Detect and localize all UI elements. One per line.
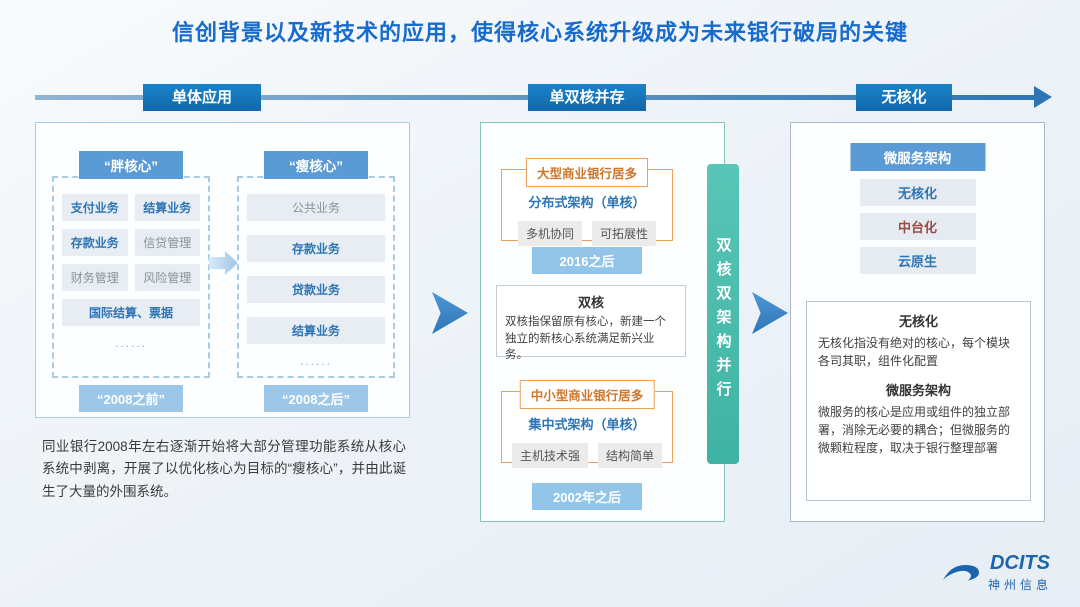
microservice-detail-text: 微服务的核心是应用或组件的独立部署，消除无必要的耦合；但微服务的微颗粒程度，取决…	[818, 405, 1011, 455]
tag: 多机协同	[517, 221, 582, 246]
fat-core-ellipsis: ......	[114, 336, 147, 350]
timeline-stage-coreless: 无核化	[856, 84, 952, 111]
microservice-header: 微服务架构	[850, 143, 985, 171]
fat-core-title: “胖核心”	[79, 151, 183, 179]
panel-coreless: 微服务架构 无核化 中台化 云原生 无核化 无核化指没有绝对的核心，每个模块各司…	[790, 122, 1045, 522]
page-title: 信创背景以及新技术的应用，使得核心系统升级成为未来银行破局的关键	[171, 20, 908, 45]
fat-core-item: 信贷管理	[134, 229, 200, 256]
coreless-detail-box: 无核化 无核化指没有绝对的核心，每个模块各司其职，组件化配置 微服务架构 微服务…	[806, 301, 1031, 501]
fat-core-item: 支付业务	[62, 194, 128, 221]
dual-core-definition-box: 双核 双核指保留原有核心，新建一个独立的新核心系统满足新兴业务。	[496, 285, 686, 361]
timeline-stage-monolith: 单体应用	[143, 84, 261, 111]
large-banks-period: 2016之后	[532, 247, 642, 274]
dcits-logo-text: DCITS 神州信息	[988, 553, 1052, 593]
dual-core-title: 双核	[577, 295, 604, 310]
tag: 可拓展性	[592, 221, 657, 246]
fat-core-item: 存款业务	[62, 229, 128, 256]
coreless-item: 无核化	[859, 179, 976, 206]
thin-core-item: 存款业务	[247, 235, 385, 262]
core-transition-arrow-icon	[209, 251, 238, 275]
dual-core-text: 双核指保留原有核心，新建一个独立的新核心系统满足新兴业务。	[505, 316, 666, 362]
coreless-item: 云原生	[859, 247, 976, 274]
dcits-logo-name: DCITS	[989, 552, 1050, 574]
large-banks-box: 大型商业银行居多 分布式架构（单核） 多机协同 可拓展性	[501, 158, 673, 246]
coreless-detail-text: 无核化指没有绝对的核心，每个模块各司其职，组件化配置	[818, 336, 1011, 368]
dual-architecture-side-bar: 双核双架构并行	[707, 164, 739, 464]
timeline-stage-dual-core: 单双核并存	[528, 84, 646, 111]
dcits-logo: DCITS 神州信息	[940, 553, 1052, 593]
dcits-logo-icon	[942, 565, 980, 581]
timeline-arrowhead-icon	[1034, 86, 1052, 108]
thin-core-period: “2008之后”	[264, 385, 368, 412]
thin-core-item: 公共业务	[247, 194, 385, 221]
small-banks-box: 中小型商业银行居多 集中式架构（单核） 主机技术强 结构简单	[501, 380, 673, 468]
fat-core-period: “2008之前”	[79, 385, 183, 412]
fat-core-box: “胖核心” 支付业务 结算业务 存款业务 信贷管理 财务管理 风险管理 国际结算…	[52, 151, 210, 412]
small-banks-period: 2002年之后	[532, 483, 642, 510]
panel-dual-core: 大型商业银行居多 分布式架构（单核） 多机协同 可拓展性 2016之后 双核 双…	[480, 122, 725, 522]
thin-core-box: “瘦核心” 公共业务 存款业务 贷款业务 结算业务 ...... “2008之后…	[237, 151, 395, 412]
microservice-detail-title: 微服务架构	[885, 383, 951, 398]
fat-core-item: 财务管理	[62, 264, 128, 291]
fat-core-body: 支付业务 结算业务 存款业务 信贷管理 财务管理 风险管理 国际结算、票据 ..…	[52, 176, 210, 378]
large-banks-architecture: 分布式架构（单核）	[528, 195, 646, 210]
tag: 结构简单	[598, 443, 663, 468]
small-banks-tags: 主机技术强 结构简单	[502, 443, 672, 468]
thin-core-ellipsis: ......	[299, 354, 332, 368]
tag: 主机技术强	[511, 443, 588, 468]
small-banks-architecture: 集中式架构（单核）	[528, 417, 646, 432]
fat-core-item: 结算业务	[134, 194, 200, 221]
small-banks-header: 中小型商业银行居多	[519, 380, 655, 409]
large-banks-tags: 多机协同 可拓展性	[502, 221, 672, 246]
large-banks-header: 大型商业银行居多	[525, 158, 649, 187]
thin-core-item-stack: 公共业务 存款业务 贷款业务 结算业务	[247, 194, 385, 344]
thin-core-item: 贷款业务	[247, 276, 385, 303]
coreless-item: 中台化	[859, 213, 976, 240]
panel-monolith: “胖核心” 支付业务 结算业务 存款业务 信贷管理 财务管理 风险管理 国际结算…	[35, 122, 410, 418]
fat-core-item: 风险管理	[134, 264, 200, 291]
coreless-detail-title: 无核化	[898, 314, 938, 329]
dcits-logo-company: 神州信息	[987, 578, 1052, 592]
flow-arrow-icon	[752, 292, 788, 334]
monolith-description: 同业银行2008年左右逐渐开始将大部分管理功能系统从核心系统中剥离，开展了以优化…	[42, 439, 406, 499]
thin-core-body: 公共业务 存款业务 贷款业务 结算业务 ......	[237, 176, 395, 378]
fat-core-item-grid: 支付业务 结算业务 存款业务 信贷管理 财务管理 风险管理 国际结算、票据	[62, 194, 200, 326]
fat-core-item: 国际结算、票据	[62, 299, 200, 326]
flow-arrow-icon	[432, 292, 468, 334]
thin-core-item: 结算业务	[247, 317, 385, 344]
thin-core-title: “瘦核心”	[264, 151, 368, 179]
